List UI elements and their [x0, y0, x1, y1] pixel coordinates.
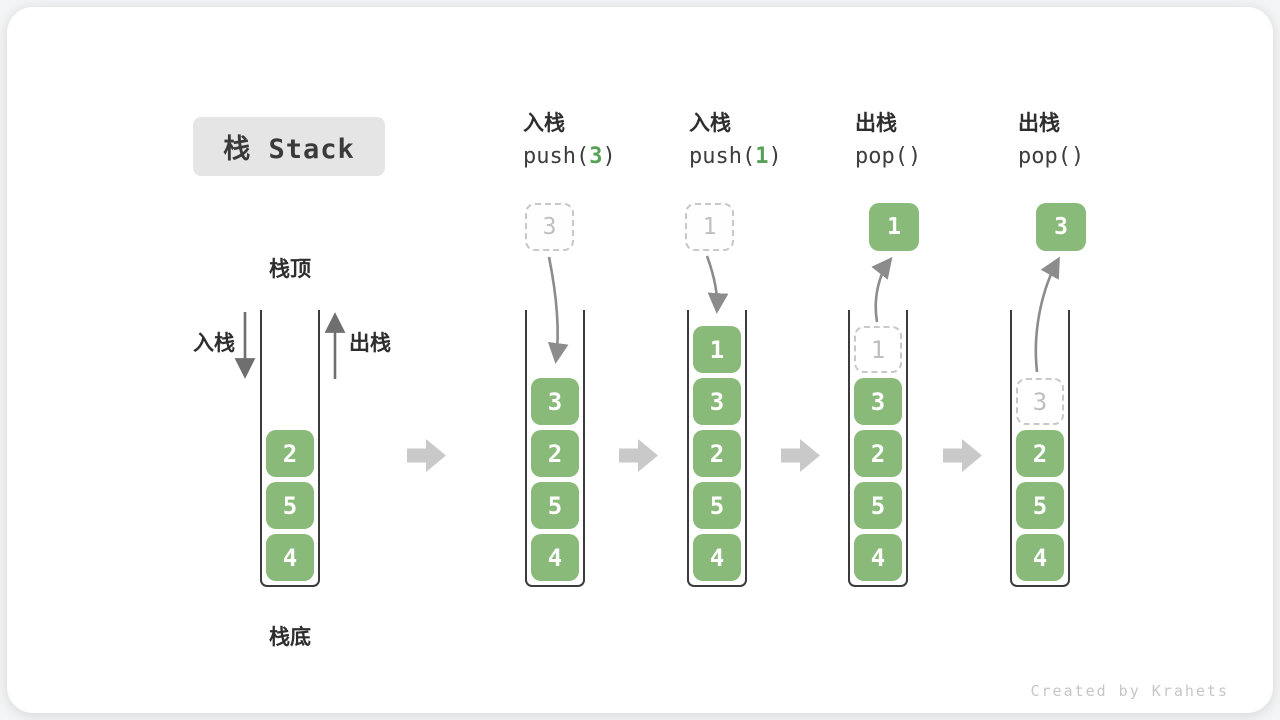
popped-value-box-1: 1: [869, 203, 919, 251]
op-code: pop(): [855, 144, 921, 170]
stack-top-label: 栈顶: [269, 257, 311, 281]
stack-container-pop-3: 3 2 5 4: [1010, 310, 1070, 587]
stack-cell: 1: [693, 326, 741, 373]
stack-cell-ghost: 3: [1016, 378, 1064, 425]
op-label: 入栈: [689, 111, 731, 135]
stack-container-initial: 2 5 4: [260, 310, 320, 587]
incoming-value-box-1: 1: [685, 203, 734, 251]
code-arg: 3: [589, 144, 603, 169]
stack-cell: 4: [693, 534, 741, 581]
op-label: 出栈: [855, 111, 897, 135]
code-post: ): [602, 144, 616, 169]
code-pre: pop(): [855, 144, 922, 169]
stack-cell: 3: [693, 378, 741, 425]
stack-cell: 5: [693, 482, 741, 529]
stack-cell: 2: [531, 430, 579, 477]
stack-container-pop-1: 1 3 2 5 4: [848, 310, 908, 587]
stack-cell: 3: [854, 378, 902, 425]
stack-cell: 4: [1016, 534, 1064, 581]
column-header-push-3: 入栈 push(3): [523, 109, 616, 170]
stack-cell: 2: [1016, 430, 1064, 477]
stack-cell: 5: [531, 482, 579, 529]
step-arrow-icon: [619, 439, 658, 472]
op-label: 出栈: [1018, 111, 1060, 135]
code-post: ): [768, 144, 782, 169]
stack-cell: 2: [693, 430, 741, 477]
popped-value-box-3: 3: [1036, 203, 1086, 251]
diagram-card: 栈 Stack 入栈 push(3) 入栈 push(1) 出栈 pop() 出…: [7, 7, 1273, 713]
op-code: push(1): [689, 144, 782, 170]
push-side-label: 入栈: [193, 331, 235, 355]
incoming-value-box-3: 3: [525, 203, 574, 251]
push-arrow-into-stack-3: [705, 255, 729, 314]
column-header-pop-2: 出栈 pop(): [1018, 109, 1084, 170]
code-pre: push(: [689, 144, 756, 169]
stack-cell: 4: [266, 534, 314, 581]
op-label: 入栈: [523, 111, 565, 135]
code-pre: pop(): [1018, 144, 1085, 169]
stack-container-push-1: 1 3 2 5 4: [687, 310, 747, 587]
stack-cell: 4: [854, 534, 902, 581]
stack-bottom-label: 栈底: [269, 625, 311, 649]
stack-cell: 5: [1016, 482, 1064, 529]
step-arrow-icon: [943, 439, 982, 472]
column-header-pop-1: 出栈 pop(): [855, 109, 921, 170]
incoming-value: 3: [542, 214, 557, 240]
title-text: 栈 Stack: [223, 134, 355, 165]
step-arrow-icon: [407, 439, 446, 472]
stack-cell: 2: [854, 430, 902, 477]
arrows-overlay: [234, 255, 1060, 472]
op-code: pop(): [1018, 144, 1084, 170]
stack-cell: 4: [531, 534, 579, 581]
stack-container-push-3: 3 2 5 4: [525, 310, 585, 587]
popped-value: 1: [887, 214, 901, 240]
code-pre: push(: [523, 144, 590, 169]
popped-value: 3: [1054, 214, 1068, 240]
incoming-value: 1: [702, 214, 717, 240]
column-header-push-1: 入栈 push(1): [689, 109, 782, 170]
stack-cell: 2: [266, 430, 314, 477]
op-code: push(3): [523, 144, 616, 170]
title-badge: 栈 Stack: [193, 117, 385, 176]
stack-cell: 3: [531, 378, 579, 425]
pop-side-label: 出栈: [349, 331, 391, 355]
code-arg: 1: [755, 144, 769, 169]
step-arrow-icon: [781, 439, 820, 472]
stack-cell: 5: [854, 482, 902, 529]
watermark: Created by Krahets: [1030, 682, 1229, 700]
stack-cell: 5: [266, 482, 314, 529]
stack-cell-ghost: 1: [854, 326, 902, 373]
